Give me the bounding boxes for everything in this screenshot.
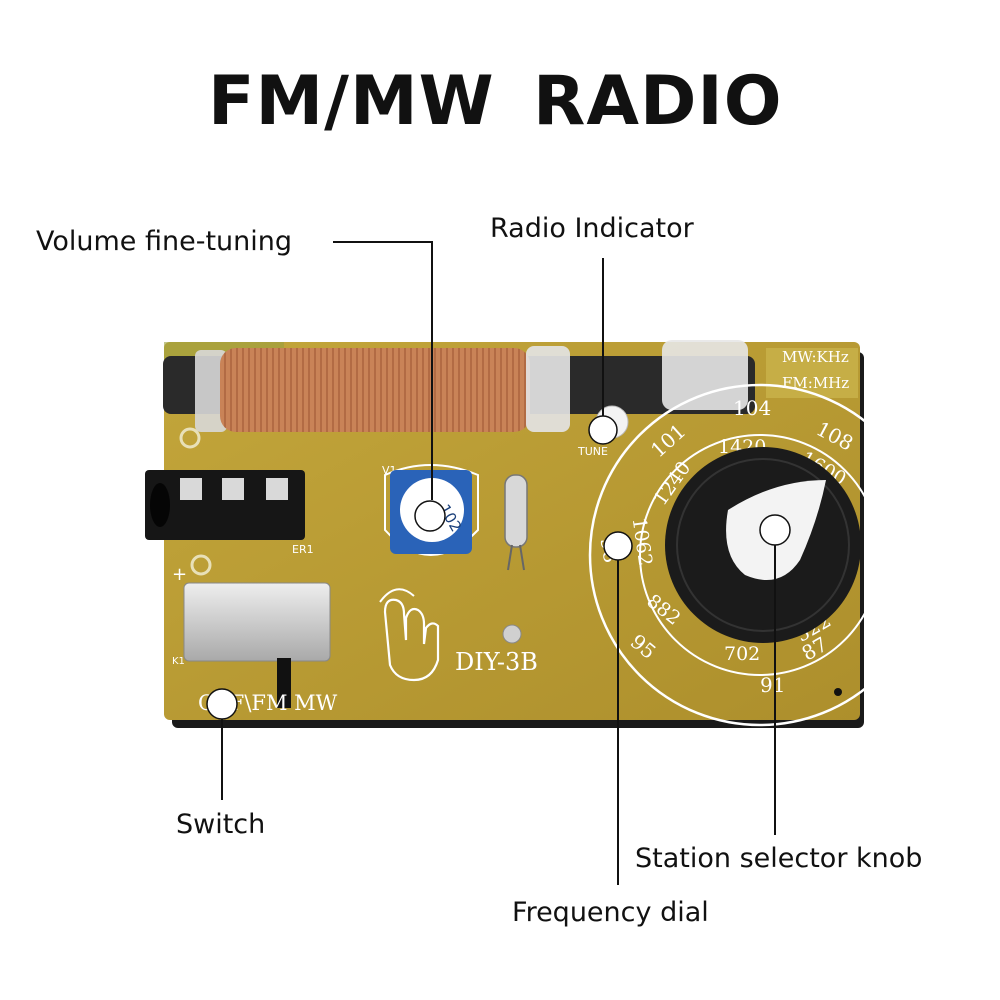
unit-label-box bbox=[766, 348, 858, 398]
callout-volume-fine-tuning: Volume fine-tuning bbox=[36, 226, 293, 257]
unit-mw-text: MW:KHz bbox=[782, 348, 849, 366]
marker-switch bbox=[206, 688, 238, 720]
dial-fm-91: 91 bbox=[760, 673, 785, 697]
tune-text: TUNE bbox=[577, 445, 608, 458]
title-fm-mw: FM/MW bbox=[208, 62, 495, 141]
marker-knob bbox=[759, 514, 791, 546]
dial-inner-arc bbox=[639, 434, 881, 676]
plus-sign: + bbox=[172, 564, 187, 585]
dial-outer-arc bbox=[588, 383, 932, 727]
jack-pin-1 bbox=[180, 478, 202, 500]
knob-ridge bbox=[676, 458, 850, 632]
callout-frequency-dial: Frequency dial bbox=[512, 897, 709, 928]
callout-radio-indicator: Radio Indicator bbox=[490, 213, 694, 244]
dial-mw-702: 702 bbox=[724, 643, 760, 665]
jack-opening bbox=[150, 483, 170, 527]
tape-left bbox=[195, 350, 227, 432]
leader-volume bbox=[333, 241, 433, 500]
jack-label: ER1 bbox=[292, 543, 314, 556]
jack-pin-2 bbox=[222, 478, 244, 500]
tape-right bbox=[662, 340, 748, 410]
mount-hole-top bbox=[179, 427, 201, 449]
tape-middle bbox=[526, 346, 570, 432]
jack-pin-3 bbox=[266, 478, 288, 500]
hand-pointer-icon bbox=[383, 598, 440, 682]
hand-touch-arc-icon bbox=[379, 588, 415, 603]
marker-volume bbox=[414, 500, 446, 532]
marker-dial bbox=[603, 531, 633, 561]
copper-coil bbox=[220, 348, 530, 432]
leader-lines bbox=[221, 241, 776, 885]
board-screw bbox=[502, 624, 522, 644]
slide-switch-body bbox=[183, 582, 331, 662]
model-text: DIY-3B bbox=[455, 648, 538, 676]
slide-switch-lever bbox=[277, 658, 291, 708]
crystal-lead-1 bbox=[507, 544, 513, 571]
mount-hole-bottom bbox=[190, 554, 212, 576]
callout-switch: Switch bbox=[176, 809, 266, 840]
title-radio: RADIO bbox=[533, 62, 783, 141]
unit-fm-text: FM:MHz bbox=[782, 374, 849, 392]
callout-station-selector-knob: Station selector knob bbox=[635, 843, 923, 874]
dial-fm-104: 104 bbox=[733, 396, 771, 420]
board-dot bbox=[834, 688, 842, 696]
marker-indicator bbox=[588, 415, 618, 445]
switch-label: K1 bbox=[172, 656, 185, 667]
crystal-lead-2 bbox=[519, 544, 525, 571]
crystal-component bbox=[504, 474, 528, 548]
